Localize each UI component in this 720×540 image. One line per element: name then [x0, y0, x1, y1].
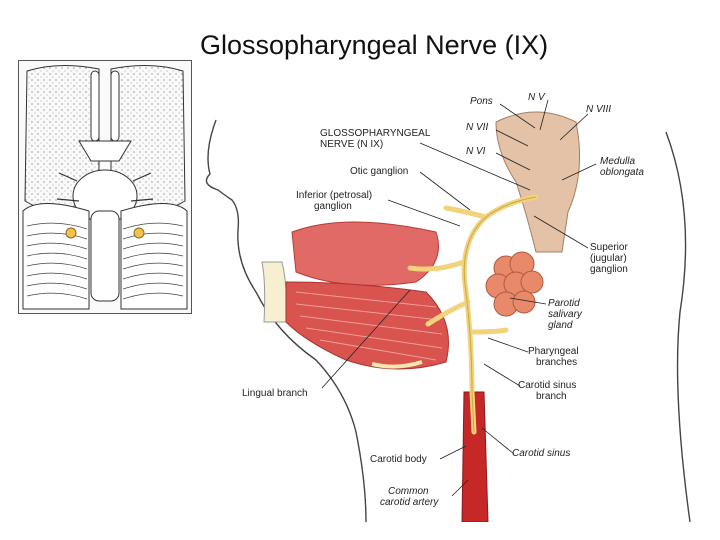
label-carotid-sinus-branch-line2: branch: [536, 391, 567, 402]
neck-outline: [665, 131, 691, 523]
label-parotid-line2: salivary: [548, 309, 582, 320]
label-inferior-ganglion: Inferior (petrosal) ganglion: [296, 190, 372, 212]
parotid-gland: [485, 251, 544, 317]
face-outline: [205, 119, 367, 523]
label-medulla-line2: oblongata: [600, 167, 644, 178]
label-common-carotid-line1: Common: [388, 486, 429, 497]
label-carotid-body: Carotid body: [370, 454, 427, 465]
label-pharyngeal-branches: Pharyngeal branches: [528, 346, 579, 368]
label-nerve-title-line2: NERVE (N IX): [320, 139, 384, 150]
label-pharyngeal-line2: branches: [536, 357, 578, 368]
label-lingual-branch: Lingual branch: [242, 388, 308, 399]
label-carotid-sinus-branch-line1: Carotid sinus: [518, 380, 577, 391]
label-medulla: Medulla oblongata: [600, 156, 644, 178]
label-superior-ganglion-line2: (jugular): [590, 253, 627, 264]
label-n-viii: N VIII: [586, 104, 612, 115]
label-superior-ganglion-line3: ganglion: [590, 264, 628, 275]
label-nerve-title: GLOSSOPHARYNGEAL NERVE (N IX): [320, 128, 430, 150]
label-medulla-line1: Medulla: [600, 156, 636, 167]
brain-base-illustration: [22, 64, 188, 310]
label-superior-ganglion: Superior (jugular) ganglion: [590, 242, 628, 275]
label-otic-ganglion: Otic ganglion: [350, 166, 409, 177]
label-parotid-line1: Parotid: [548, 298, 580, 309]
brain-inset: [18, 60, 192, 314]
cn9-root-left: [65, 227, 77, 239]
mandible: [261, 261, 287, 323]
label-n-v: N V: [528, 92, 545, 103]
label-superior-ganglion-line1: Superior: [590, 242, 628, 253]
label-parotid: Parotid salivary gland: [548, 298, 582, 331]
label-carotid-sinus-branch: Carotid sinus branch: [518, 380, 576, 402]
tongue: [291, 221, 439, 286]
slide-title: Glossopharyngeal Nerve (IX): [200, 30, 549, 60]
label-carotid-sinus: Carotid sinus: [512, 448, 571, 459]
label-inferior-ganglion-line1: Inferior (petrosal): [296, 190, 373, 201]
label-common-carotid: Common carotid artery: [380, 486, 438, 508]
label-inferior-ganglion-line2: ganglion: [314, 201, 352, 212]
label-common-carotid-line2: carotid artery: [380, 497, 439, 508]
brainstem: [495, 111, 581, 253]
cn9-root-right: [133, 227, 145, 239]
label-n-vi: N VI: [466, 146, 486, 157]
label-pharyngeal-line1: Pharyngeal: [528, 346, 579, 357]
label-n-vii: N VII: [466, 122, 489, 133]
label-parotid-line3: gland: [548, 320, 573, 331]
label-pons: Pons: [470, 96, 493, 107]
label-nerve-title-line1: GLOSSOPHARYNGEAL: [320, 128, 431, 139]
